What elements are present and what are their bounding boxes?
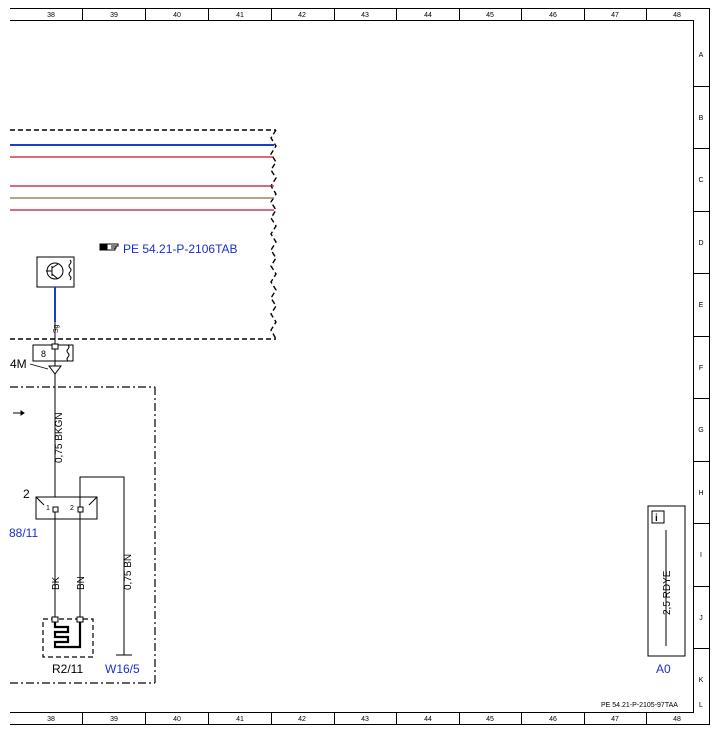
col-label: 47 [611,12,619,19]
col-label: 41 [236,12,244,19]
heater-element-r2-11 [42,616,94,658]
col-label: 44 [424,716,432,723]
ground-4m-label: 4M [10,357,27,371]
col-label: 46 [549,12,557,19]
column-ticks [82,8,647,724]
col-label: 48 [673,716,681,723]
col-label: 40 [173,12,181,19]
row-label: F [699,365,703,372]
col-label: 41 [236,716,244,723]
a0-block [647,505,686,657]
wire-rdye-label: 2,5 RDYE [662,570,673,615]
r2-11-label: R2/11 [52,662,83,676]
wire-bkgn-label: 0,75 BKGN [54,412,65,463]
col-label: 43 [361,716,369,723]
col-label: 43 [361,12,369,19]
pin-sg-label: Sg [53,324,60,333]
wires-to-heater [54,512,81,620]
reference-link-text: PE 54.21-P-2106TAB [123,242,238,256]
column-labels-top: 38 39 40 41 42 43 44 45 46 47 48 [47,12,681,19]
w16-5-label: W16/5 [105,662,140,676]
col-label: 38 [47,716,55,723]
wire-bk-label: BK [51,576,62,590]
col-label: 48 [673,12,681,19]
row-label: B [699,115,704,122]
pin-8-label: 8 [41,349,46,359]
row-label: G [698,427,703,434]
arrow-right-icon [13,410,25,416]
document-number: PE 54.21-P-2105-97TAA [601,702,678,709]
a0-label: A0 [656,662,671,676]
control-unit-box [10,129,277,340]
pointing-hand-icon [99,243,119,251]
col-label: 46 [549,716,557,723]
wire-bn-label: BN [76,576,87,590]
sensor-module-box [10,386,156,684]
col-label: 39 [110,12,118,19]
row-label: K [699,677,704,684]
row-labels: A B C D E F G H I J K L [698,52,703,709]
row-label: E [699,302,704,309]
row-label: D [698,240,703,247]
pin-1-label: 1 [46,505,50,512]
wire-075bn-label: 0,75 BN [123,554,134,590]
col-label: 39 [110,716,118,723]
pin-2-label: 2 [70,505,74,512]
col-label: 42 [298,716,306,723]
row-ticks [693,86,710,649]
col-label: 47 [611,716,619,723]
row-label: J [699,615,703,622]
connector-2-label: 2 [23,487,30,501]
col-label: 40 [173,716,181,723]
col-label: 45 [486,716,494,723]
row-label: I [700,552,702,559]
row-label: C [698,177,703,184]
info-icon[interactable]: i [655,513,658,524]
connector-pin-8 [32,343,74,390]
transistor-symbol [36,256,75,288]
drawing-frame [10,8,710,725]
reference-link[interactable]: PE 54.21-P-2106TAB [99,242,238,256]
bus-wires [10,144,274,211]
row-label: A [699,52,704,59]
col-label: 45 [486,12,494,19]
col-label: 38 [47,12,55,19]
connector-2 [35,496,98,520]
wire-bn-branch [79,476,132,656]
row-label: L [699,702,703,709]
column-labels-bottom: 38 39 40 41 42 43 44 45 46 47 48 [47,716,681,723]
row-label: H [698,490,703,497]
ground-leader [29,363,49,370]
col-label: 44 [424,12,432,19]
ref-88-11-label: 88/11 [9,526,38,540]
col-label: 42 [298,12,306,19]
